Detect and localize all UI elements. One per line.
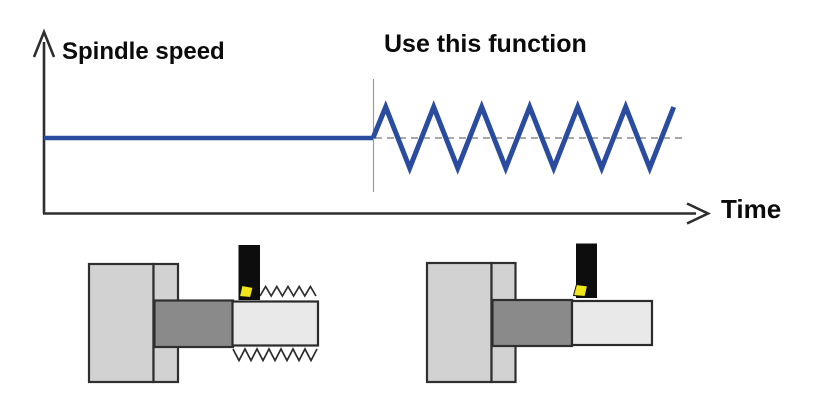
y-axis-arrow-icon (32, 28, 56, 58)
shaft-right (491, 298, 574, 348)
workpiece-left (231, 300, 320, 347)
chatter-marks-bottom-icon (232, 347, 318, 363)
tool-insert-left-icon (238, 284, 254, 299)
tool-insert-right-icon (572, 283, 589, 298)
x-axis-arrow-icon (686, 202, 712, 225)
cutting-tool-right-icon (576, 243, 597, 298)
triangle-wave (370, 100, 677, 175)
x-axis-label: Time (721, 194, 782, 224)
workpiece-right (570, 299, 654, 347)
chatter-marks-top-icon (259, 284, 317, 298)
illustration-without-function (87, 245, 320, 384)
graph-axes (32, 28, 712, 225)
chuck-body-left (87, 262, 155, 384)
chuck-body-right (425, 261, 493, 384)
annotation-label: Use this function (384, 30, 587, 58)
illustration-with-function (425, 243, 654, 384)
y-axis-label: Spindle speed (62, 38, 225, 65)
shaft-left (153, 299, 235, 349)
